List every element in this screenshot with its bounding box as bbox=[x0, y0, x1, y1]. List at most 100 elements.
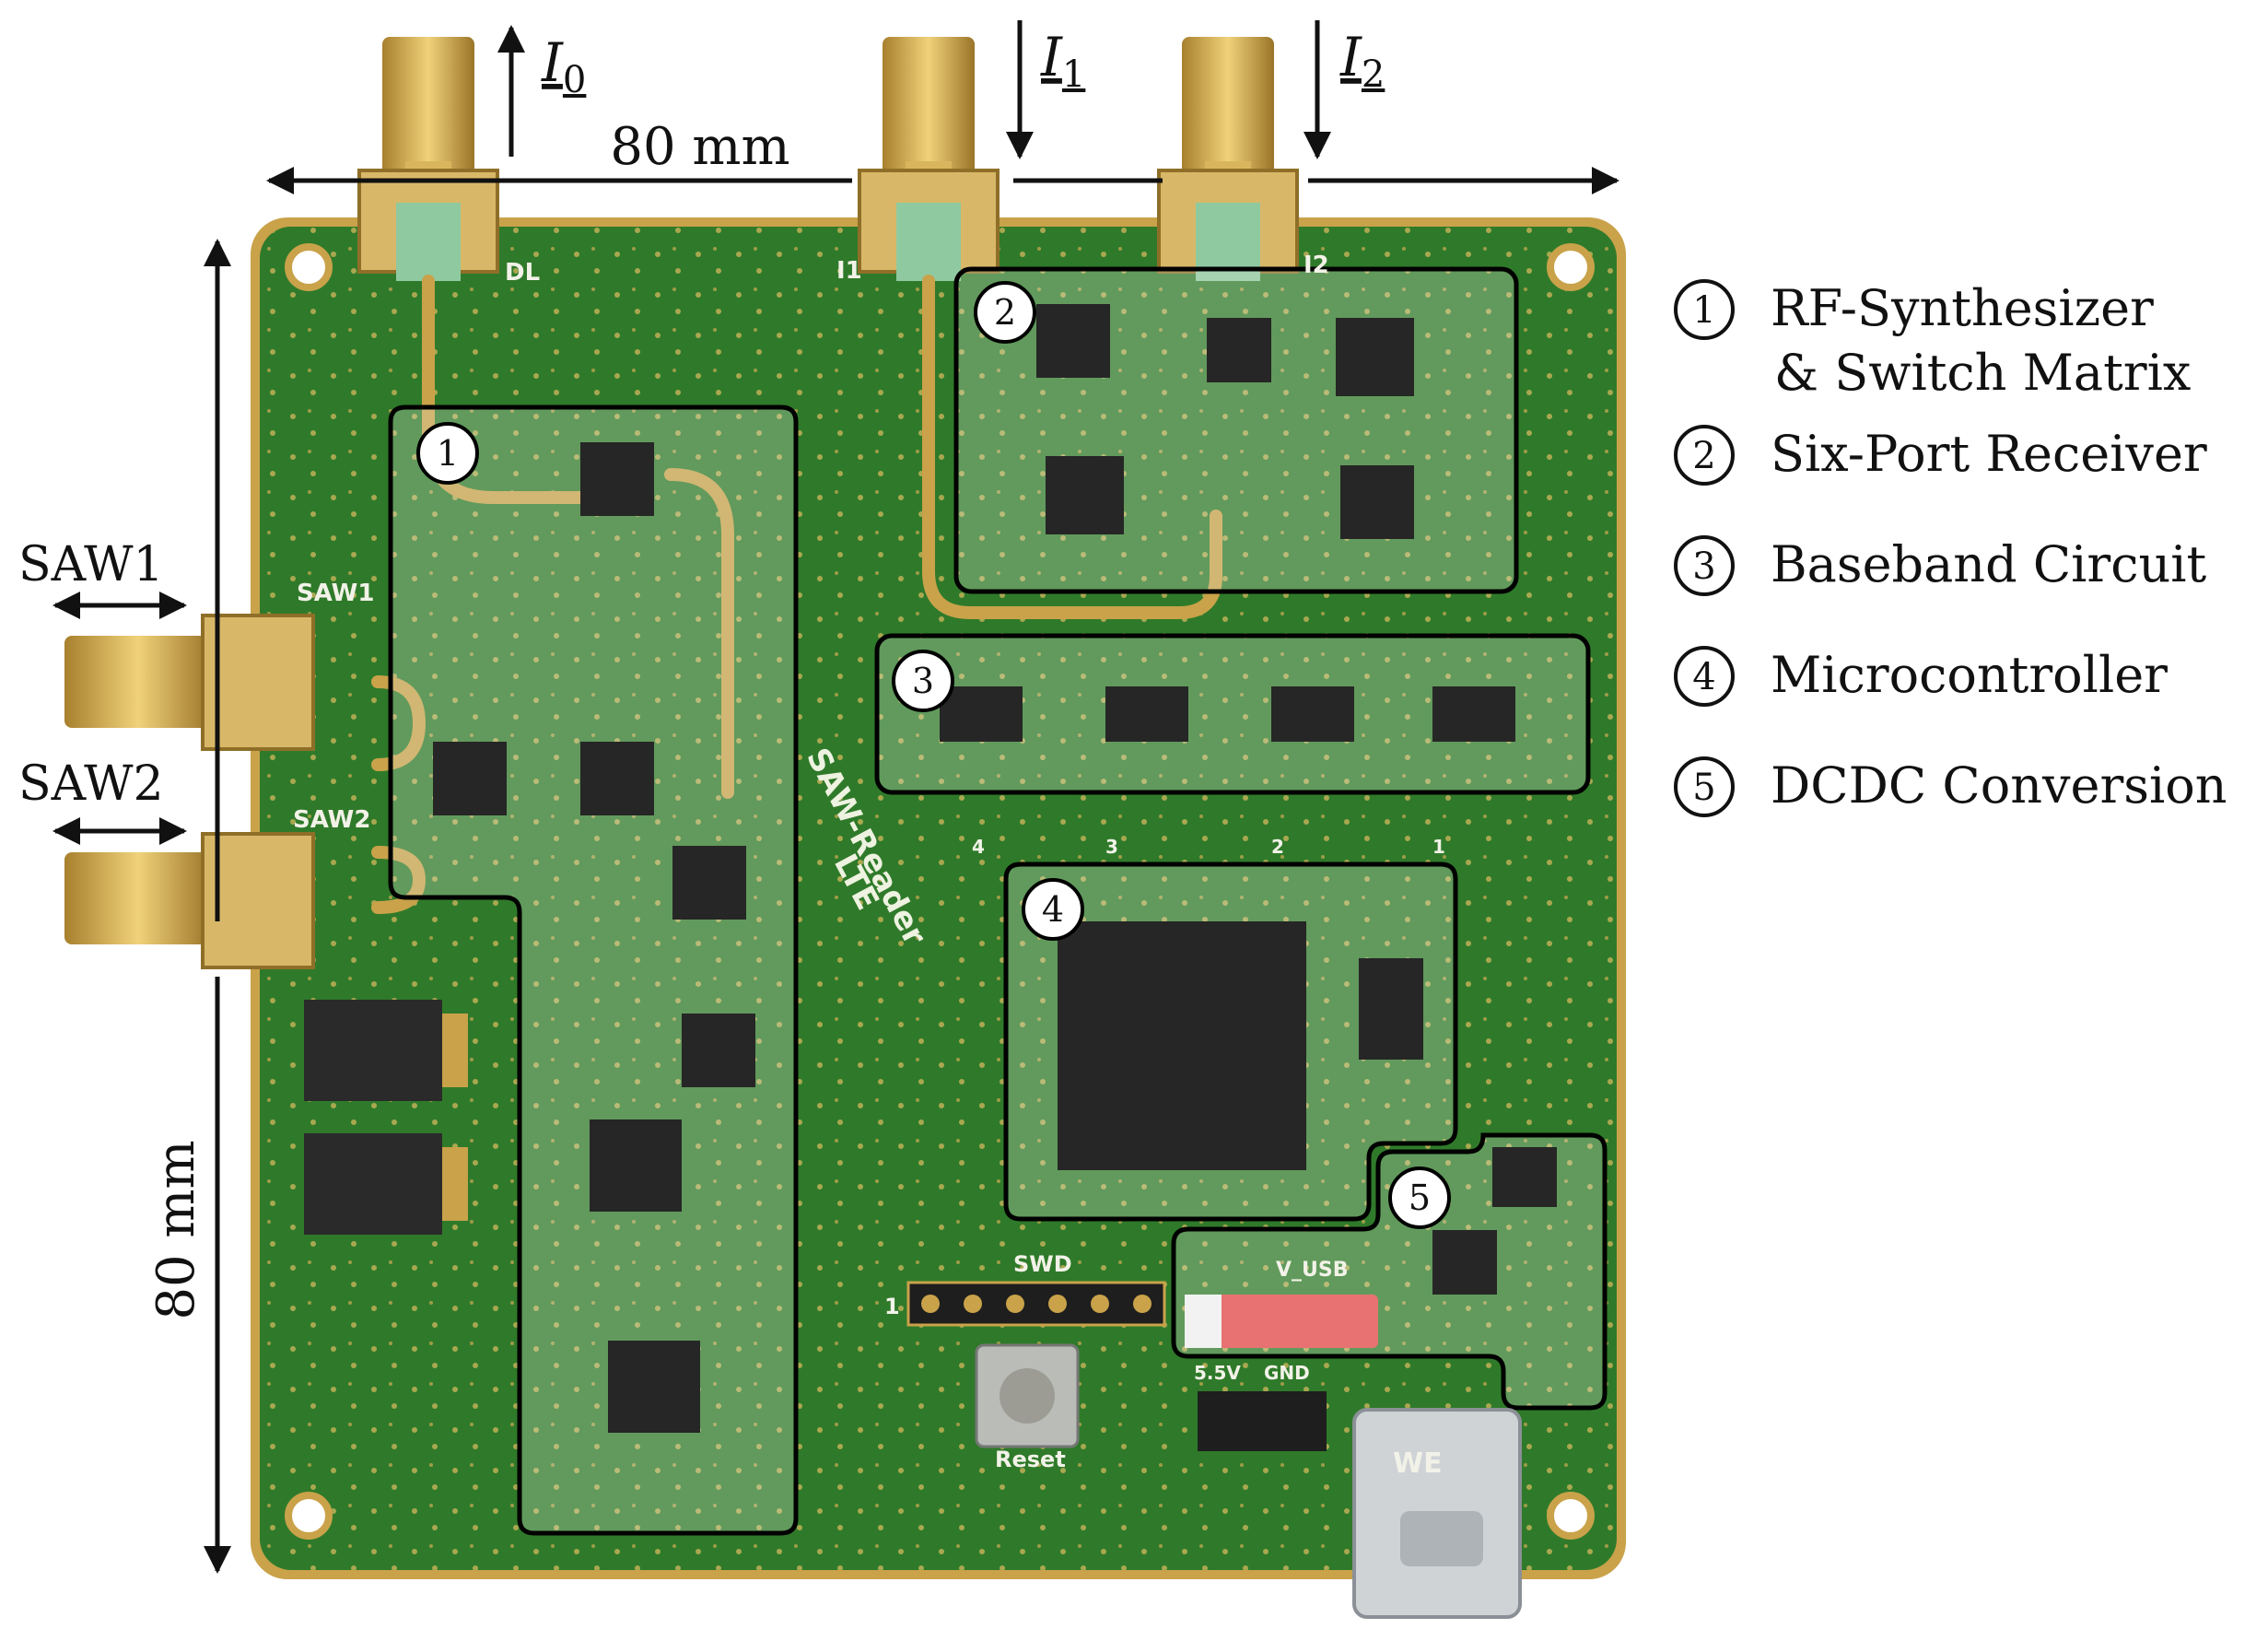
width-label: 80 mm bbox=[610, 117, 789, 177]
via-field bbox=[260, 227, 1617, 1570]
pcb-pin-number: 2 bbox=[1271, 836, 1284, 858]
reset-button bbox=[975, 1343, 1080, 1448]
chip bbox=[608, 1341, 700, 1433]
legend-number: 3 bbox=[1692, 545, 1715, 588]
microcontroller-chip bbox=[1058, 921, 1306, 1170]
badge-number: 1 bbox=[437, 433, 459, 474]
chip bbox=[1036, 304, 1110, 378]
voltage-regulators bbox=[304, 1000, 468, 1235]
chip bbox=[1340, 465, 1414, 539]
legend: 1 RF-Synthesizer & Switch Matrix 2 Six-P… bbox=[1674, 279, 2227, 817]
pcb-label-saw2: SAW2 bbox=[293, 806, 370, 834]
badge-region-2: 2 bbox=[974, 281, 1036, 344]
chip bbox=[590, 1119, 682, 1212]
mounting-hole bbox=[1547, 243, 1595, 291]
chip bbox=[1432, 1230, 1497, 1295]
sma-connector-i2 bbox=[1157, 37, 1299, 281]
legend-label-cont: & Switch Matrix bbox=[1774, 344, 2191, 402]
current-label: I0 bbox=[541, 31, 586, 101]
sma-connector-saw1 bbox=[64, 614, 315, 751]
chip bbox=[580, 442, 654, 516]
legend-label: Six-Port Receiver bbox=[1771, 425, 2207, 483]
chip bbox=[580, 742, 654, 815]
chip bbox=[672, 846, 746, 920]
width-dimension: 80 mm bbox=[266, 117, 1619, 194]
power-header bbox=[1198, 1391, 1327, 1451]
current-i0: I0 bbox=[497, 25, 586, 157]
chip bbox=[1432, 686, 1515, 742]
mounting-hole bbox=[1547, 1492, 1595, 1540]
mounting-hole bbox=[285, 1492, 333, 1540]
legend-item-1: 1 RF-Synthesizer & Switch Matrix bbox=[1674, 279, 2191, 402]
height-dimension: 80 mm bbox=[146, 239, 231, 1574]
region-3-baseband-circuit bbox=[874, 633, 1591, 795]
chip bbox=[1359, 958, 1423, 1060]
pcb-label-gnd: GND bbox=[1264, 1362, 1310, 1384]
pcb-label-v-usb: V_USB bbox=[1276, 1259, 1349, 1282]
legend-item-3: 3 Baseband Circuit bbox=[1674, 535, 2207, 596]
pcb-label-we: WE bbox=[1393, 1447, 1443, 1480]
port-saw1-label: SAW1 bbox=[18, 537, 164, 592]
chip bbox=[1336, 318, 1414, 396]
pcb-label-reset: Reset bbox=[995, 1447, 1066, 1472]
current-i1: I1 bbox=[1006, 20, 1085, 159]
sma-connector-saw2 bbox=[64, 832, 315, 969]
pcb-pin-number: 3 bbox=[1105, 836, 1118, 858]
legend-number: 1 bbox=[1692, 289, 1715, 332]
pcb-label-5v5: 5.5V bbox=[1194, 1362, 1241, 1384]
current-i2: I2 bbox=[1304, 20, 1385, 159]
legend-item-4: 4 Microcontroller bbox=[1674, 646, 2168, 707]
port-saw1: SAW1 bbox=[18, 537, 187, 619]
pcb-pin-number: 1 bbox=[1432, 836, 1445, 858]
region-2-six-port-receiver bbox=[953, 266, 1519, 594]
chip bbox=[1105, 686, 1188, 742]
region-1-rf-synthesizer bbox=[388, 404, 799, 1536]
legend-label: Microcontroller bbox=[1771, 646, 2168, 704]
badge-region-4: 4 bbox=[1022, 878, 1084, 941]
legend-item-2: 2 Six-Port Receiver bbox=[1674, 425, 2207, 486]
chip bbox=[1271, 686, 1354, 742]
legend-number: 5 bbox=[1692, 767, 1715, 809]
pcb-pin-number: 4 bbox=[972, 836, 985, 858]
power-switch bbox=[1185, 1295, 1378, 1348]
pcb-label-pin1: 1 bbox=[884, 1294, 900, 1319]
badge-number: 4 bbox=[1042, 889, 1064, 930]
port-saw2: SAW2 bbox=[18, 756, 187, 845]
badge-number: 3 bbox=[912, 661, 934, 701]
legend-label: DCDC Conversion bbox=[1771, 756, 2227, 814]
badge-region-5: 5 bbox=[1388, 1166, 1451, 1229]
chip bbox=[1207, 318, 1271, 382]
port-saw2-label: SAW2 bbox=[18, 756, 164, 812]
chip bbox=[682, 1014, 755, 1087]
height-label: 80 mm bbox=[146, 1140, 206, 1319]
legend-label: RF-Synthesizer bbox=[1771, 279, 2154, 337]
pcb-label-i1: I1 bbox=[836, 257, 862, 285]
chip bbox=[1492, 1147, 1557, 1207]
badge-region-1: 1 bbox=[416, 422, 479, 485]
badge-region-3: 3 bbox=[892, 650, 954, 712]
chip bbox=[1046, 456, 1124, 534]
current-label: I2 bbox=[1339, 26, 1385, 96]
chip bbox=[940, 686, 1023, 742]
legend-number: 2 bbox=[1692, 435, 1715, 477]
sma-connector-dl bbox=[357, 37, 499, 281]
mounting-hole bbox=[285, 243, 333, 291]
current-label: I1 bbox=[1040, 26, 1085, 96]
pcb-label-dl: DL bbox=[505, 259, 540, 287]
legend-number: 4 bbox=[1692, 656, 1715, 698]
legend-label: Baseband Circuit bbox=[1771, 535, 2207, 593]
pcb-label-saw1: SAW1 bbox=[297, 580, 374, 607]
sma-connector-i1 bbox=[858, 37, 1000, 281]
badge-number: 2 bbox=[994, 292, 1016, 333]
usb-c-connector bbox=[1352, 1408, 1522, 1619]
region-4-microcontroller bbox=[1003, 861, 1458, 1222]
swd-header bbox=[906, 1281, 1166, 1327]
legend-item-5: 5 DCDC Conversion bbox=[1674, 756, 2227, 817]
pcb-label-swd: SWD bbox=[1013, 1251, 1072, 1277]
pcb-board bbox=[251, 217, 1626, 1579]
region-5-dcdc-conversion bbox=[1171, 1132, 1607, 1411]
badge-number: 5 bbox=[1409, 1178, 1431, 1218]
chip bbox=[433, 742, 507, 815]
pcb-label-i2: I2 bbox=[1304, 252, 1329, 279]
